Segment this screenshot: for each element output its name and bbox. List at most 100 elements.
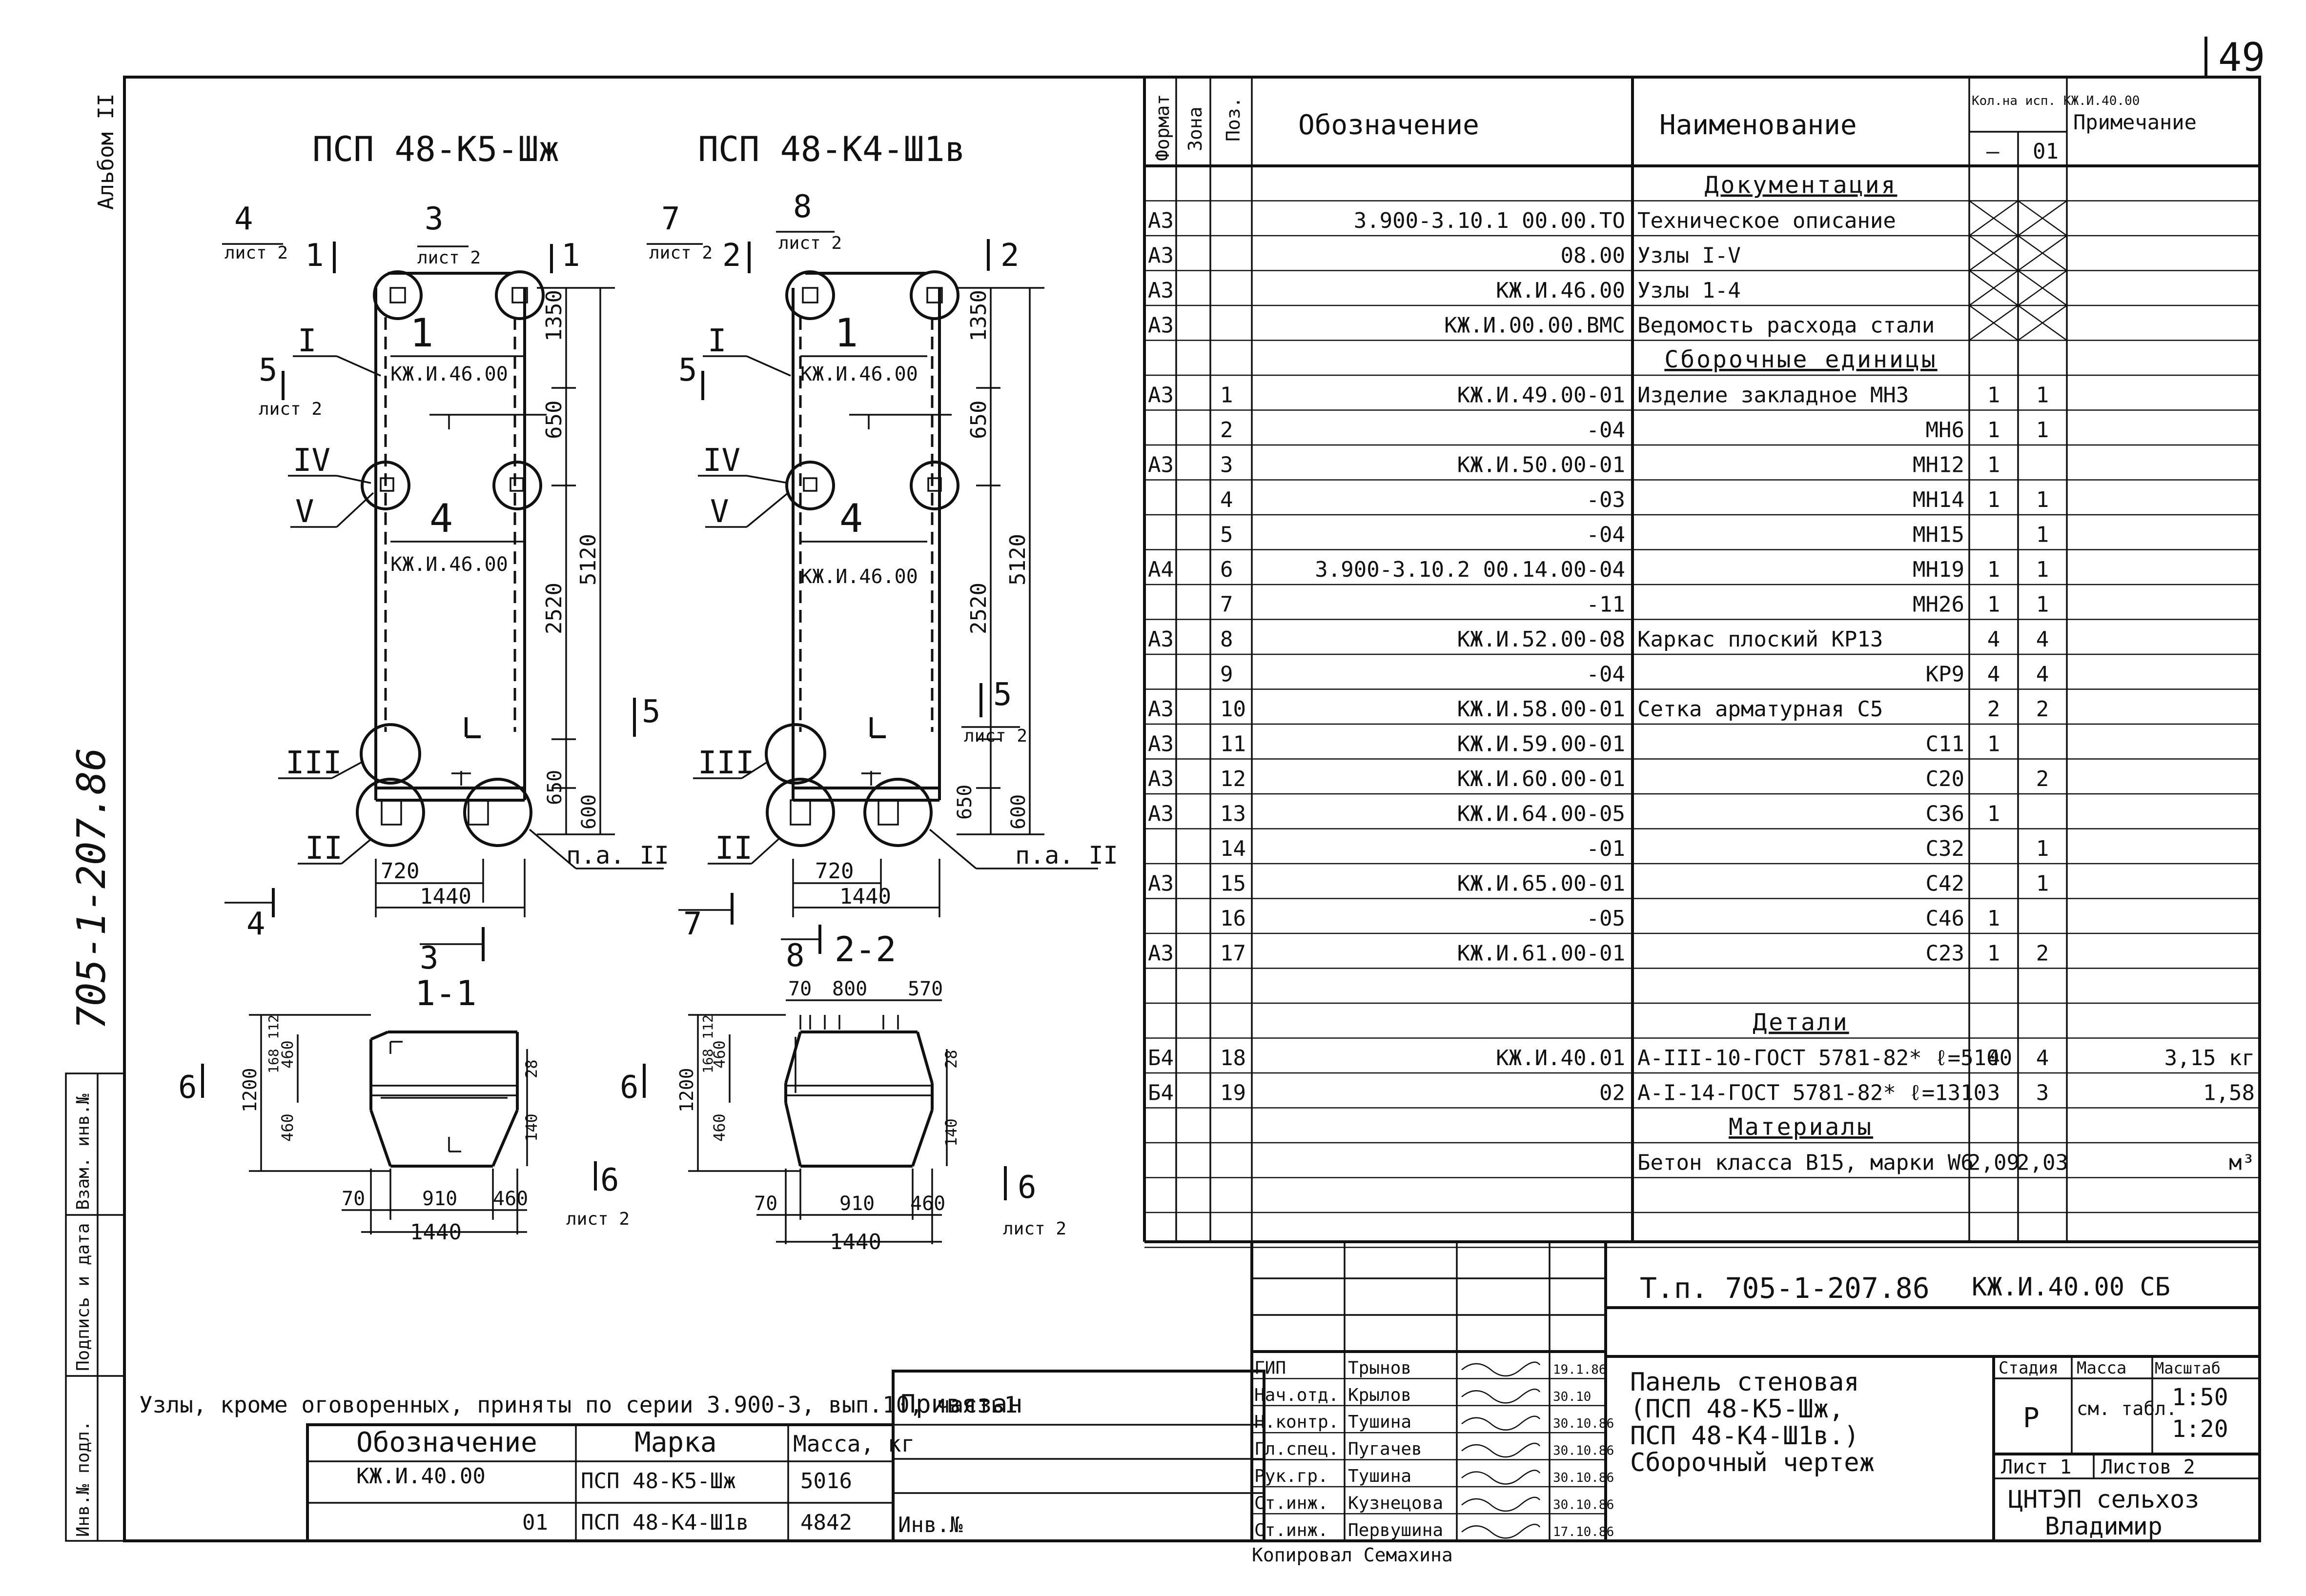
spec-format: А3 <box>1148 697 1174 722</box>
spec-name: С42 <box>1926 871 1964 896</box>
spec-qty-a: 1 <box>1987 906 2000 931</box>
svg-text:—: — <box>1986 139 2000 164</box>
signer-role: Ст.инж. <box>1254 1493 1328 1513</box>
elevation-left: ПСП 48-К5-Шж 1 КЖ.И.46.00 4 КЖ.И.46.00 <box>222 129 669 976</box>
svg-text:5: 5 <box>678 352 697 388</box>
svg-text:2520: 2520 <box>542 583 567 634</box>
spec-name: Детали <box>1753 1009 1849 1036</box>
spec-qty-a: 4 <box>1987 662 2000 687</box>
svg-text:2: 2 <box>1000 238 1020 274</box>
svg-text:1440: 1440 <box>420 884 471 909</box>
svg-text:Кол.на исп. КЖ.И.40.00: Кол.на исп. КЖ.И.40.00 <box>1972 94 2140 108</box>
svg-text:3: 3 <box>420 940 439 976</box>
page-number: 49 <box>2218 35 2265 80</box>
spec-pos: 14 <box>1220 836 1246 861</box>
svg-text:4: 4 <box>234 201 253 237</box>
section-right-title: 2-2 <box>835 929 896 970</box>
spec-qty-a: 1 <box>1987 418 2000 443</box>
part-ref: КЖ.И.46.00 <box>800 363 918 385</box>
svg-text:5120: 5120 <box>1005 534 1030 586</box>
spec-designation: КЖ.И.40.01 <box>1496 1046 1625 1071</box>
svg-text:112: 112 <box>265 1014 282 1039</box>
copied-by: Копировал Семахина <box>1252 1544 1453 1566</box>
svg-text:лист 2: лист 2 <box>1003 1219 1066 1239</box>
svg-text:лист 2: лист 2 <box>224 243 288 263</box>
side-code: 705-1-207.86 <box>69 747 114 1030</box>
svg-text:1350: 1350 <box>966 290 991 342</box>
section-left-title: 1-1 <box>415 973 476 1013</box>
svg-text:650: 650 <box>954 785 976 820</box>
signature <box>1461 1415 1541 1431</box>
org-line-2: Владимир <box>2045 1512 2163 1540</box>
spec-designation: -11 <box>1587 592 1625 617</box>
signer-name: Трынов <box>1348 1358 1411 1378</box>
signer-date: 30.10.86 <box>1553 1444 1614 1458</box>
signer-role: Гл.спец. <box>1254 1439 1339 1459</box>
spec-format: А3 <box>1148 453 1174 478</box>
svg-text:720: 720 <box>381 859 419 884</box>
svg-text:4: 4 <box>839 496 863 541</box>
spec-pos: 10 <box>1220 697 1246 722</box>
spec-name: Узлы I-V <box>1637 243 1741 268</box>
spec-name: Документация <box>1705 172 1898 199</box>
binding-label: Привязан <box>900 1390 1022 1419</box>
spec-designation: КЖ.И.58.00-01 <box>1457 697 1625 722</box>
svg-text:I: I <box>298 323 317 359</box>
svg-text:6: 6 <box>1018 1170 1037 1206</box>
spec-pos: 3 <box>1220 453 1233 478</box>
svg-text:Листов 2: Листов 2 <box>2101 1456 2195 1478</box>
svg-text:460: 460 <box>278 1040 297 1069</box>
title-line-2: (ПСП 48-К5-Шж, <box>1630 1394 1844 1424</box>
spec-designation: -04 <box>1587 523 1625 547</box>
svg-text:ПСП 48-К4-Ш1в: ПСП 48-К4-Ш1в <box>581 1510 749 1535</box>
spec-qty-b: 2,03 <box>2017 1151 2068 1175</box>
svg-text:4: 4 <box>246 906 265 942</box>
svg-text:Формат: Формат <box>1152 94 1173 161</box>
spec-qty-b: 4 <box>2036 627 2049 652</box>
svg-text:6: 6 <box>600 1162 619 1198</box>
svg-text:1440: 1440 <box>410 1220 462 1245</box>
svg-text:1: 1 <box>305 238 324 274</box>
svg-text:6: 6 <box>178 1070 197 1106</box>
spec-section-header: Документация <box>1144 172 2260 202</box>
svg-text:IV: IV <box>293 443 330 479</box>
svg-text:600: 600 <box>1007 794 1030 829</box>
svg-text:140: 140 <box>522 1113 541 1142</box>
spec-name: Материалы <box>1729 1113 1873 1141</box>
spec-name: Сборочные единицы <box>1664 346 1937 373</box>
spec-note: 1,58 <box>2203 1081 2255 1106</box>
part-ref: КЖ.И.46.00 <box>390 363 508 385</box>
spec-designation: КЖ.И.52.00-08 <box>1457 627 1625 652</box>
signer-role: Ст.инж. <box>1254 1520 1328 1540</box>
svg-text:1200: 1200 <box>676 1068 697 1112</box>
title-line-4: Сборочный чертеж <box>1630 1448 1875 1477</box>
svg-text:4: 4 <box>429 496 453 541</box>
spec-qty-a: 1 <box>1987 802 2000 827</box>
spec-designation: КЖ.И.61.00-01 <box>1457 941 1625 966</box>
spec-pos: 16 <box>1220 906 1246 931</box>
svg-text:3: 3 <box>425 201 444 237</box>
signer-date: 19.1.86 <box>1553 1362 1607 1377</box>
spec-designation: КЖ.И.64.00-05 <box>1457 802 1625 827</box>
spec-pos: 2 <box>1220 418 1233 443</box>
svg-text:4842: 4842 <box>800 1510 852 1535</box>
spec-qty-b: 1 <box>2036 557 2049 582</box>
spec-name: Техническое описание <box>1637 208 1896 233</box>
signature <box>1461 1523 1541 1539</box>
svg-text:лист 2: лист 2 <box>964 726 1027 746</box>
signature <box>1461 1496 1541 1512</box>
binding-box: Привязан Инв.№ <box>892 1370 1265 1542</box>
svg-text:1:20: 1:20 <box>2172 1415 2228 1443</box>
spec-designation: КЖ.И.59.00-01 <box>1457 732 1625 757</box>
spec-name: КР9 <box>1926 662 1964 687</box>
